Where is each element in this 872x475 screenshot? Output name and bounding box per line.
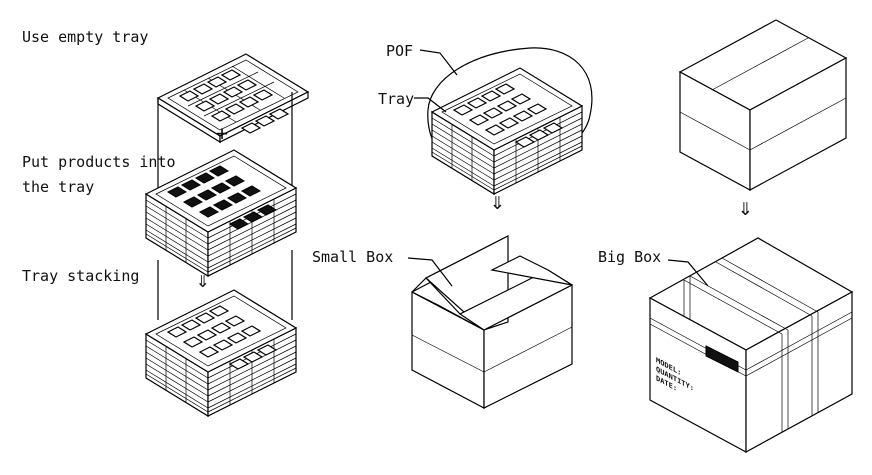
stacked-trays: [145, 289, 297, 417]
tray-leader-line: [414, 97, 447, 113]
small-box-leader-line: [407, 257, 453, 287]
small-box: [411, 235, 574, 409]
pof-wrapped-tray: [427, 47, 593, 195]
big-box-label: Big Box: [598, 248, 662, 266]
tray-label: Tray: [378, 90, 415, 108]
pof-leader-line: [419, 49, 458, 76]
big-box-leader-line: [667, 259, 709, 287]
use-empty-tray-label: Use empty tray: [22, 28, 149, 46]
down-arrow-middle: ⇓: [490, 187, 505, 215]
put-products-label-line2: the tray: [22, 178, 95, 196]
tray-stacking-label: Tray stacking: [22, 267, 140, 285]
big-box-closed: [678, 19, 848, 192]
put-products-label-line1: Put products into: [22, 153, 176, 171]
small-box-label: Small Box: [312, 248, 394, 266]
pof-label: POF: [386, 42, 414, 60]
plus-sign: +: [216, 121, 229, 145]
down-arrow-left: ⇓: [196, 268, 210, 293]
empty-tray: [157, 53, 309, 143]
big-box-sealed: [648, 237, 854, 454]
down-arrow-right: ⇓: [738, 193, 753, 221]
